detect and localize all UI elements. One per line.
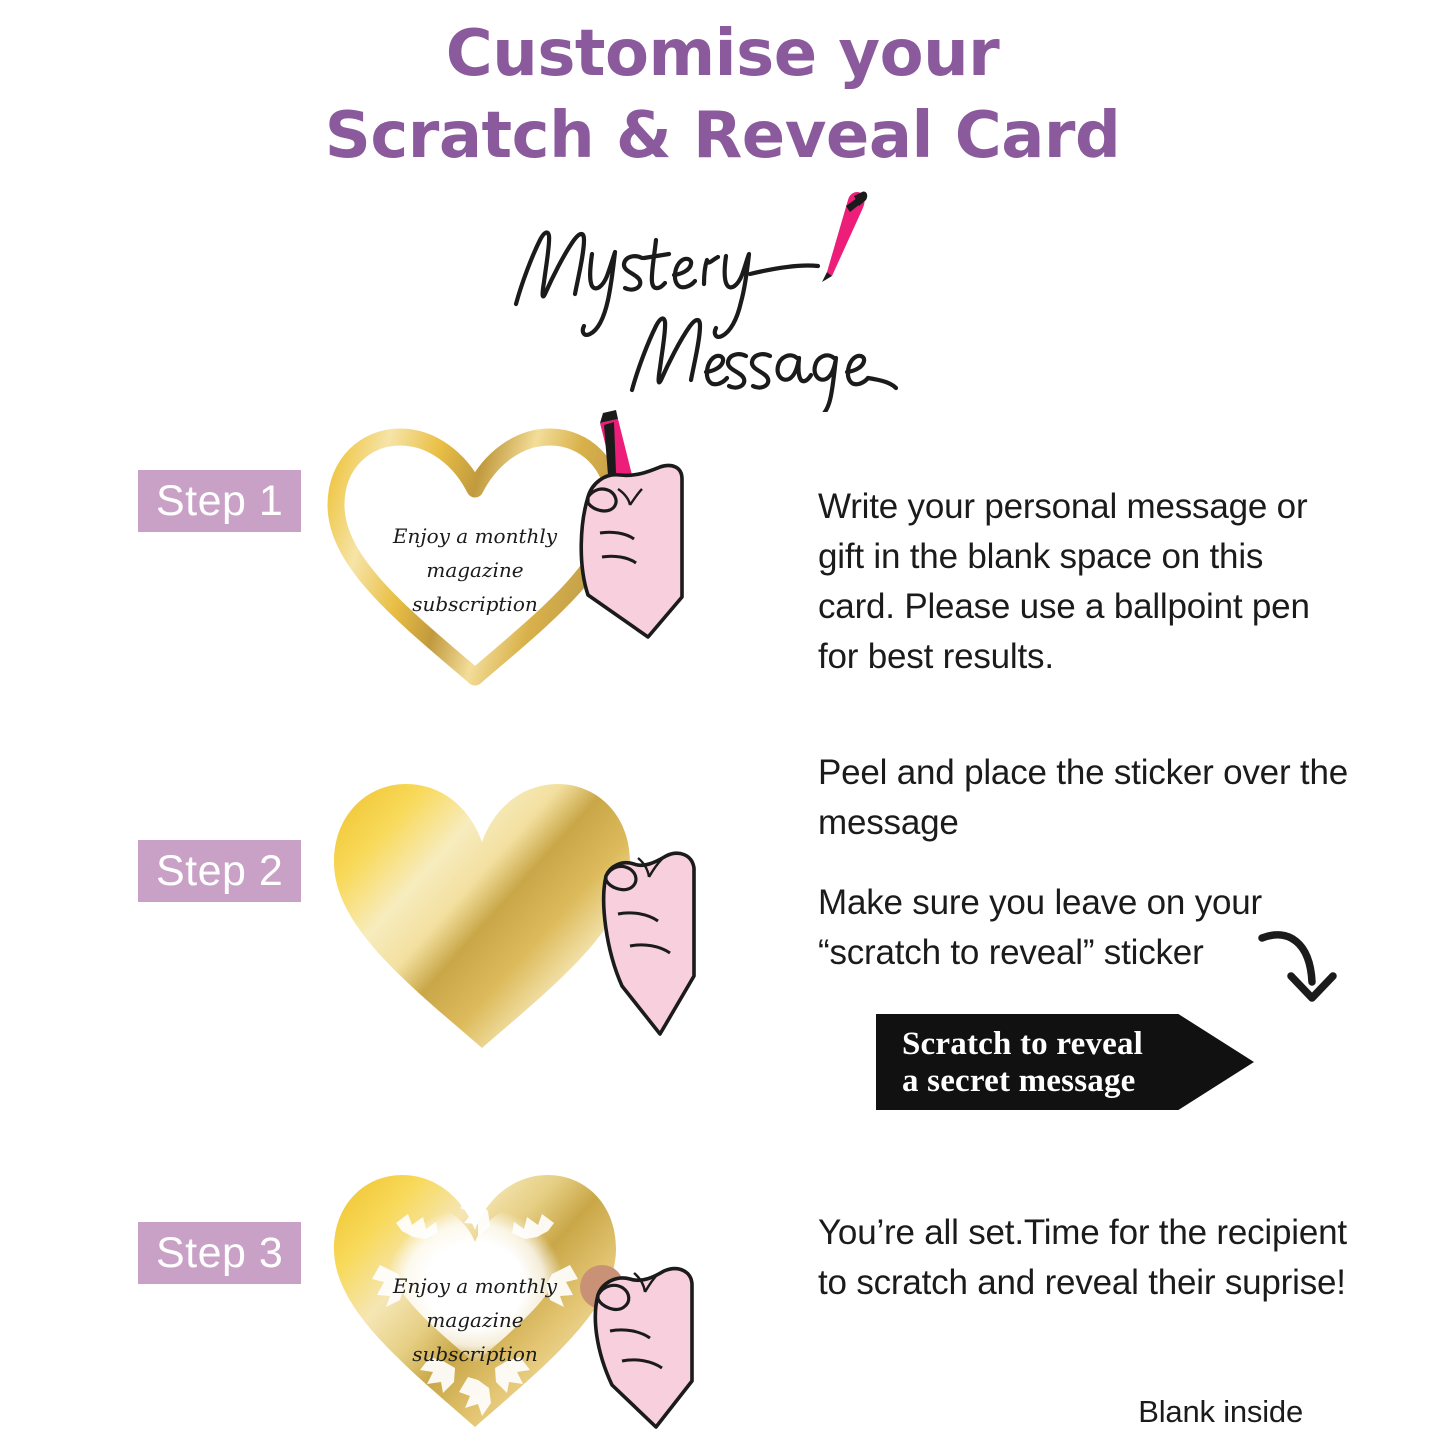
banner-line-2: a secret message <box>902 1063 1136 1099</box>
svg-text:magazine: magazine <box>426 1308 523 1332</box>
pink-pen-icon <box>822 191 868 282</box>
page-title: Customise your Scratch & Reveal Card <box>0 14 1445 178</box>
scratch-to-reveal-banner: Scratch to reveal a secret message <box>876 1014 1254 1110</box>
gold-heart-solid-icon <box>334 784 630 1048</box>
page-title-line-1: Customise your <box>445 17 1000 91</box>
step-2-illustration <box>300 750 770 1060</box>
step-2-body-paragraph-b: Make sure you leave on your “scratch to … <box>818 883 1263 972</box>
scratch-flecks <box>372 1197 578 1416</box>
step-1-body-text: Write your personal message or gift in t… <box>818 482 1348 682</box>
svg-text:magazine: magazine <box>426 558 523 582</box>
heart-message-text: Enjoy a monthly magazine subscription <box>392 1274 558 1366</box>
blank-inside-note: Blank inside <box>1138 1394 1303 1429</box>
curved-down-arrow-icon <box>1258 920 1338 1010</box>
scratching-hand-icon <box>580 1265 694 1429</box>
step-3-illustration: Enjoy a monthly magazine subscription <box>300 1145 770 1435</box>
step-2-body-paragraph-a: Peel and place the sticker over the mess… <box>818 753 1348 842</box>
gold-heart-outline-icon <box>327 428 623 686</box>
step-badge-3: Step 3 <box>138 1222 302 1284</box>
step-1-body-paragraph: Write your personal message or gift in t… <box>818 487 1310 676</box>
step-3-body-paragraph: You’re all set.Time for the recipient to… <box>818 1213 1347 1302</box>
step-2-body-text-a: Peel and place the sticker over the mess… <box>818 748 1348 848</box>
writing-hand-icon <box>579 410 684 639</box>
step-1-illustration: Enjoy a monthly magazine subscription <box>300 405 770 690</box>
mystery-message-logo <box>470 182 970 412</box>
gold-heart-scratched-icon <box>334 1175 616 1427</box>
svg-text:subscription: subscription <box>412 592 538 616</box>
banner-text: Scratch to reveal a secret message <box>902 1026 1143 1100</box>
heart-message-text: Enjoy a monthly magazine subscription <box>392 524 558 616</box>
peeling-hand-icon <box>601 851 696 1036</box>
page-title-line-2: Scratch & Reveal Card <box>324 98 1121 173</box>
banner-arrow-shape <box>876 1014 1254 1110</box>
svg-text:subscription: subscription <box>412 1342 538 1366</box>
banner-line-1: Scratch to reveal <box>902 1026 1144 1062</box>
svg-text:Enjoy a monthly: Enjoy a monthly <box>392 1274 558 1298</box>
svg-text:Enjoy a monthly: Enjoy a monthly <box>392 524 558 548</box>
step-badge-1: Step 1 <box>138 470 302 532</box>
step-3-body-text: You’re all set.Time for the recipient to… <box>818 1208 1348 1308</box>
step-badge-2: Step 2 <box>138 840 302 902</box>
step-2-body-text-b: Make sure you leave on your “scratch to … <box>818 878 1348 978</box>
